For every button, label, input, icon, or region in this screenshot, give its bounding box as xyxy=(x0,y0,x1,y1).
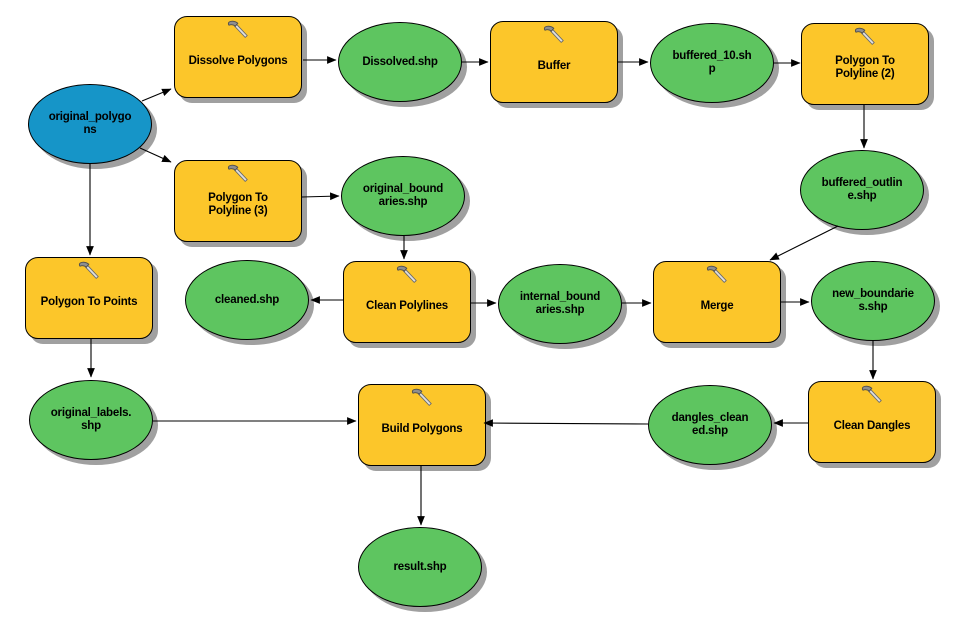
hammer-icon xyxy=(543,25,564,43)
tool-polygon-to-points[interactable]: Polygon To Points xyxy=(25,257,153,339)
connector-original-polygons-polygon-to-polyline-3[interactable] xyxy=(139,147,172,163)
output-buffered-outline-shp[interactable]: buffered_outlin e.shp xyxy=(800,150,924,230)
node-label: Polygon To Polyline (3) xyxy=(208,192,268,217)
hammer-icon xyxy=(861,385,882,403)
output-internal-boundaries-shp[interactable]: internal_bound aries.shp xyxy=(498,264,622,344)
node-label: buffered_10.sh p xyxy=(672,50,752,75)
node-label: original_labels. shp xyxy=(50,407,132,432)
output-original-boundaries-shp[interactable]: original_bound aries.shp xyxy=(341,156,465,236)
node-label: Dissolved.shp xyxy=(362,55,438,68)
output-dangles-cleaned-shp[interactable]: dangles_clean ed.shp xyxy=(648,385,772,465)
node-label: Polygon To Polyline (2) xyxy=(835,55,895,80)
node-label: internal_bound aries.shp xyxy=(519,291,601,316)
connector-polygon-to-polyline-3-original-boundaries[interactable] xyxy=(301,192,340,201)
node-label: dangles_clean ed.shp xyxy=(671,412,749,437)
hammer-icon xyxy=(706,265,727,283)
node-label: Dissolve Polygons xyxy=(188,54,288,67)
hammer-icon xyxy=(227,20,248,38)
tool-dissolve-polygons[interactable]: Dissolve Polygons xyxy=(174,16,302,98)
node-label: buffered_outlin e.shp xyxy=(821,177,903,202)
tool-polygon-to-polyline-2[interactable]: Polygon To Polyline (2) xyxy=(801,23,929,105)
tool-clean-dangles[interactable]: Clean Dangles xyxy=(808,381,936,463)
node-label: new_boundarie s.shp xyxy=(832,288,914,313)
output-result-shp[interactable]: result.shp xyxy=(358,527,482,607)
connector-original-polygons-dissolve-polygons[interactable] xyxy=(141,88,172,102)
connector-dangles-cleaned-build-polygons[interactable] xyxy=(483,419,649,427)
node-label: result.shp xyxy=(393,560,447,573)
hammer-icon xyxy=(227,164,248,182)
node-label: original_polygo ns xyxy=(48,111,132,136)
node-label: Clean Dangles xyxy=(833,419,911,432)
hammer-icon xyxy=(78,261,99,279)
hammer-icon xyxy=(854,27,875,45)
output-new-boundaries-shp[interactable]: new_boundarie s.shp xyxy=(811,261,935,341)
input-original-polygons[interactable]: original_polygo ns xyxy=(28,84,152,164)
output-dissolved-shp[interactable]: Dissolved.shp xyxy=(338,22,462,102)
node-label: cleaned.shp xyxy=(214,293,280,306)
node-label: Build Polygons xyxy=(381,422,463,435)
tool-clean-polylines[interactable]: Clean Polylines xyxy=(343,261,471,343)
node-label: Buffer xyxy=(537,59,571,72)
output-cleaned-shp[interactable]: cleaned.shp xyxy=(185,260,309,340)
output-original-labels-shp[interactable]: original_labels. shp xyxy=(29,380,153,460)
output-buffered-10-shp[interactable]: buffered_10.sh p xyxy=(650,23,774,103)
hammer-icon xyxy=(411,388,432,406)
connector-buffered-outline-merge[interactable] xyxy=(769,225,839,261)
tool-buffer[interactable]: Buffer xyxy=(490,21,618,103)
node-label: Clean Polylines xyxy=(365,299,448,312)
tool-merge[interactable]: Merge xyxy=(653,261,781,343)
node-label: Polygon To Points xyxy=(40,295,138,308)
hammer-icon xyxy=(396,265,417,283)
tool-polygon-to-polyline-3[interactable]: Polygon To Polyline (3) xyxy=(174,160,302,242)
tool-build-polygons[interactable]: Build Polygons xyxy=(358,384,486,466)
node-label: original_bound aries.shp xyxy=(362,183,444,208)
node-label: Merge xyxy=(700,299,734,312)
